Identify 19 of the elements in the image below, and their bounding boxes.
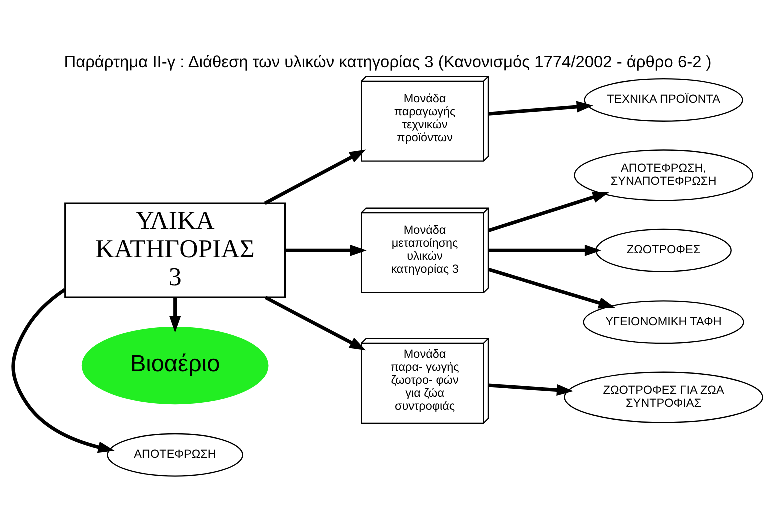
arrow xyxy=(488,267,616,308)
arrow xyxy=(488,383,574,396)
node-ellipse: ΤΕΧΝΙΚΑ ΠΡΟΪΟΝΤΑ xyxy=(584,78,744,122)
node-box: ΥΛΙΚΑ ΚΑΤΗΓΟΡΙΑΣ 3 xyxy=(64,202,286,298)
node-ellipse: Βιοαέριο xyxy=(82,326,269,404)
arrow xyxy=(264,149,366,205)
arrow xyxy=(488,100,594,116)
arrow xyxy=(12,288,115,453)
arrow xyxy=(488,191,610,232)
diagram-title: Παράρτημα ΙΙ-γ : Διάθεση των υλικών κατηγορίας 3 (Κανονισμός 1774/2002 - άρθρο 6-2 ) xyxy=(64,53,712,72)
arrow xyxy=(488,244,602,256)
arrow xyxy=(170,297,182,332)
node-ellipse: ΥΓΕΙΟΝΟΜΙΚΗ ΤΑΦΗ xyxy=(583,300,744,344)
node-ellipse: ΖΩΟΤΡΟΦΕΣ xyxy=(596,228,732,272)
node-ellipse: ΑΠΟΤΕΦΡΩΣΗ, ΣΥΝΑΠΟΤΕΦΡΩΣΗ xyxy=(574,149,754,201)
node-ellipse: ΑΠΟΤΕΦΡΩΣΗ xyxy=(107,432,244,476)
node-ellipse: ΖΩΟΤΡΟΦΕΣ ΓΙΑ ΖΩΑ ΣΥΝΤΡΟΦΙΑΣ xyxy=(564,371,764,423)
arrow xyxy=(285,244,367,256)
arrow xyxy=(264,296,366,350)
